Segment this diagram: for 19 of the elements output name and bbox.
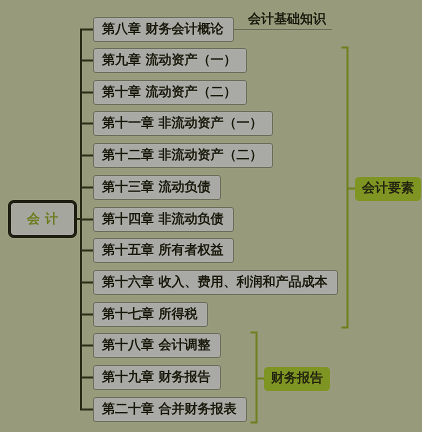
chapter-topic: 第十三章 流动负债: [93, 175, 221, 200]
chapter-topic: 第十五章 所有者权益: [93, 238, 234, 263]
chapter-topic: 第十一章 非流动资产（一）: [93, 111, 273, 136]
chapter-topic: 第二十章 合并财务报表: [93, 397, 247, 422]
summary-topic: 财务报告: [264, 366, 330, 390]
chapter-topic: 第十章 流动资产（二）: [93, 80, 247, 105]
root-topic: 会 计: [8, 200, 77, 238]
topic-label: 会计基础知识: [236, 12, 332, 30]
chapter-topic: 第十四章 非流动负债: [93, 207, 234, 232]
chapter-topic: 第十七章 所得税: [93, 302, 208, 327]
chapter-topic: 第九章 流动资产（一）: [93, 48, 247, 73]
chapter-topic: 第十二章 非流动资产（二）: [93, 143, 273, 168]
chapter-topic: 第十八章 会计调整: [93, 333, 221, 358]
chapter-topic: 第八章 财务会计概论: [93, 17, 234, 42]
connector-line: [77, 218, 93, 410]
summary-topic: 会计要素: [355, 176, 421, 200]
connector-line: [77, 186, 93, 220]
chapter-topic: 第十九章 财务报告: [93, 365, 221, 390]
chapter-topic: 第十六章 收入、费用、利润和产品成本: [93, 270, 338, 295]
